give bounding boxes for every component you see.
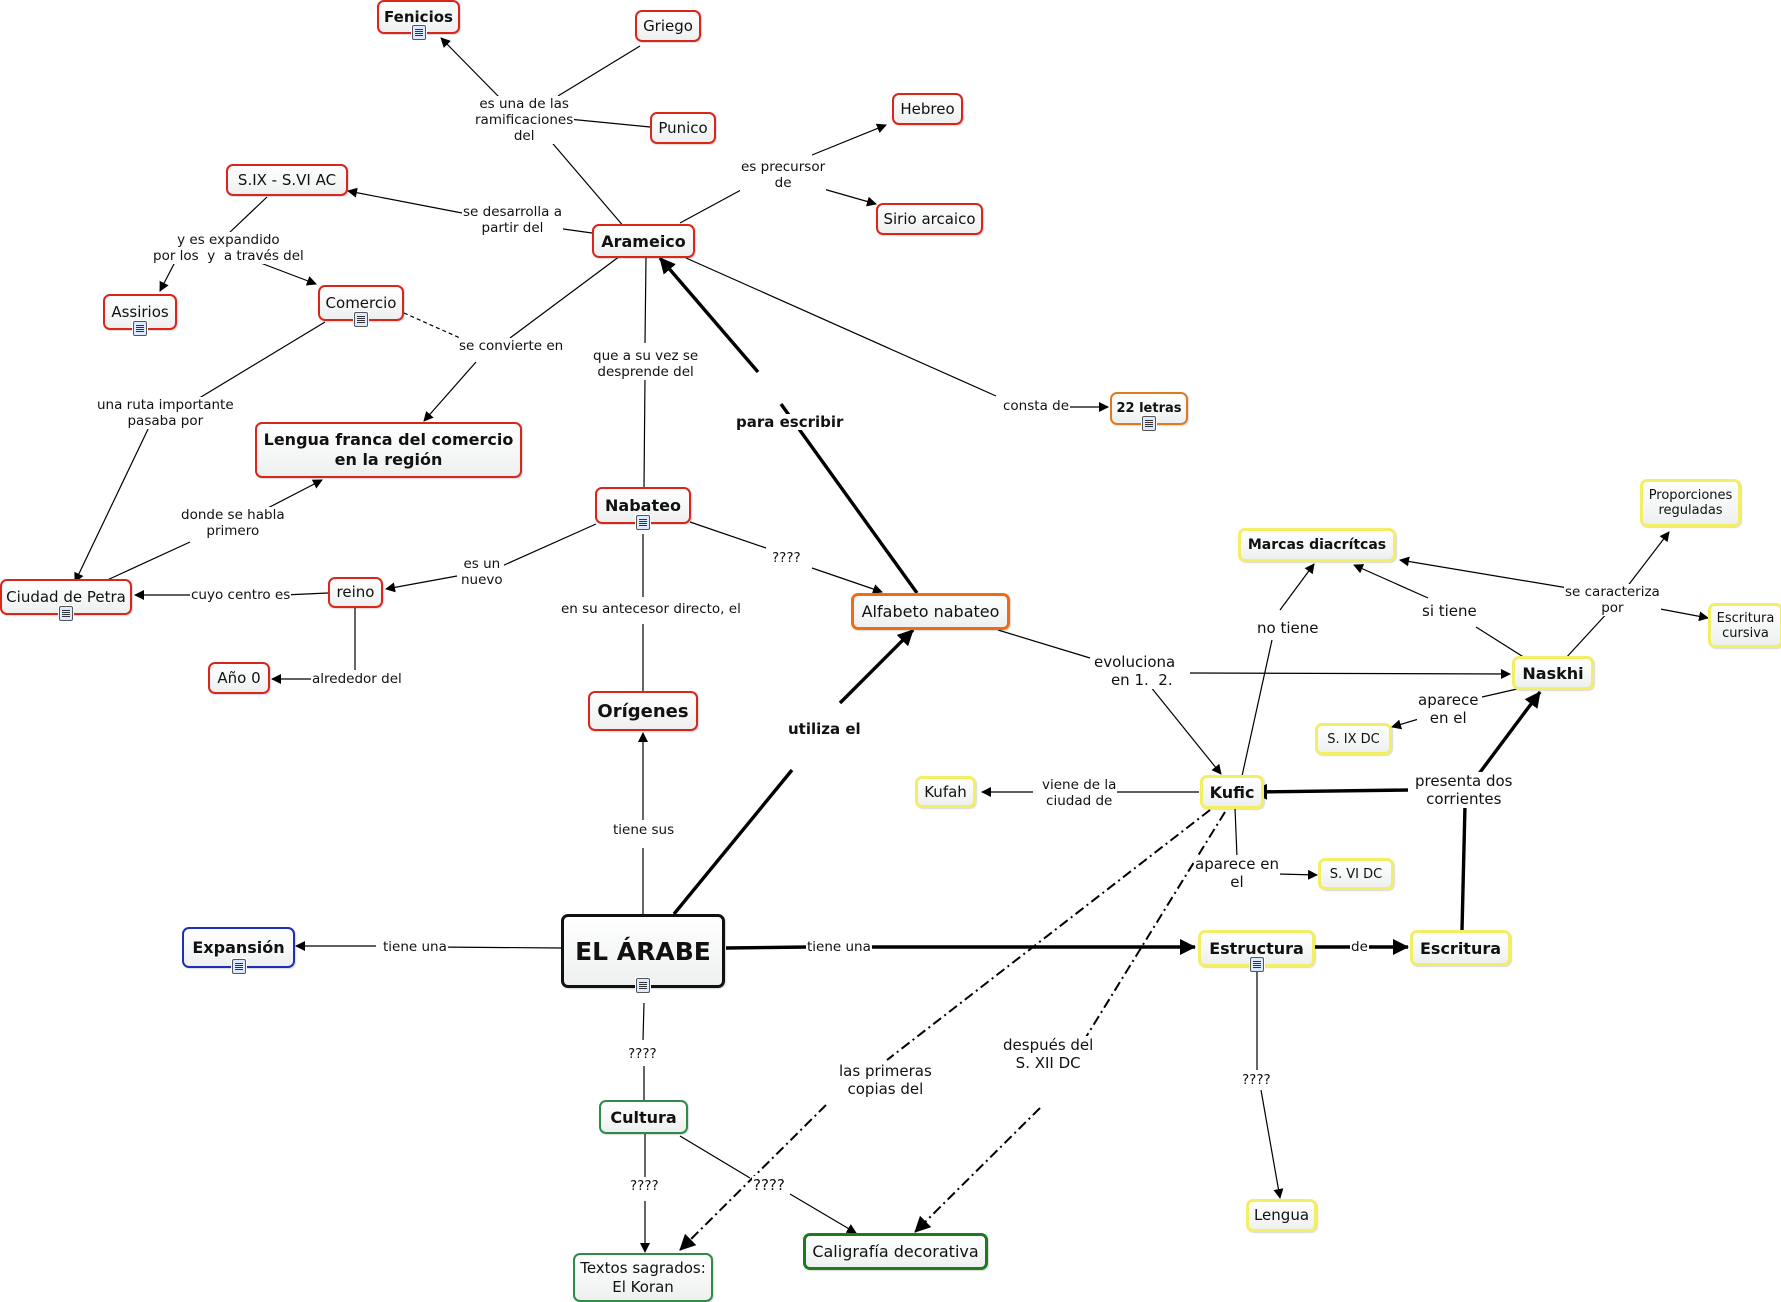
node-six-svi-ac[interactable]: S.IX - S.VI AC xyxy=(226,164,348,196)
document-icon[interactable] xyxy=(410,24,427,40)
node-escritura-cursiva[interactable]: Escritura cursiva xyxy=(1708,603,1781,648)
node-expansion[interactable]: Expansión xyxy=(182,927,295,974)
node-proporciones[interactable]: Proporciones reguladas xyxy=(1640,479,1741,527)
document-icon[interactable] xyxy=(635,977,651,993)
document-icon[interactable] xyxy=(1141,415,1157,431)
node-el-arabe[interactable]: EL ÁRABE xyxy=(561,914,725,993)
document-icon[interactable] xyxy=(353,311,369,327)
label-precursor: es precursor de xyxy=(740,159,827,191)
label-unknown-alfabeto: ???? xyxy=(771,550,802,566)
node-lengua[interactable]: Lengua xyxy=(1246,1199,1317,1232)
label-evoluciona: evoluciona en 1. 2. xyxy=(1093,653,1177,689)
node-cultura[interactable]: Cultura xyxy=(599,1100,688,1134)
label-despues: después del S. XII DC xyxy=(1002,1036,1095,1072)
label-unknown-caligrafia: ???? xyxy=(752,1176,786,1194)
node-estructura[interactable]: Estructura xyxy=(1198,930,1315,972)
node-asirios[interactable]: Assirios xyxy=(103,294,177,336)
label-viene: viene de la ciudad de xyxy=(1041,777,1118,809)
node-griego[interactable]: Griego xyxy=(635,10,701,42)
label-tiene-una-estructura: tiene una xyxy=(806,939,872,955)
label-caracteriza: se caracteriza por xyxy=(1564,584,1661,616)
node-origenes[interactable]: Orígenes xyxy=(588,691,698,731)
node-22-letras[interactable]: 22 letras xyxy=(1110,392,1188,431)
label-antecesor: en su antecesor directo, el xyxy=(560,601,742,617)
label-consta: consta de xyxy=(1002,398,1071,414)
node-caligrafia-decorativa[interactable]: Caligrafía decorativa xyxy=(803,1233,988,1270)
node-reino[interactable]: reino xyxy=(328,577,383,608)
node-alfabeto-nabateo[interactable]: Alfabeto nabateo xyxy=(851,593,1010,630)
label-donde: donde se habla primero xyxy=(180,507,286,539)
label-de: de xyxy=(1350,939,1369,955)
label-ruta: una ruta importante pasaba por xyxy=(96,397,235,429)
node-ciudad-petra[interactable]: Ciudad de Petra xyxy=(0,579,132,621)
label-unknown-textos: ???? xyxy=(629,1178,660,1194)
label-presenta: presenta dos corrientes xyxy=(1414,772,1514,808)
document-icon[interactable] xyxy=(132,320,148,336)
node-naskhi[interactable]: Naskhi xyxy=(1512,656,1594,690)
node-s-vi-dc[interactable]: S. VI DC xyxy=(1318,858,1394,890)
node-nabateo[interactable]: Nabateo xyxy=(595,487,691,530)
node-comercio[interactable]: Comercio xyxy=(318,285,404,327)
label-cuyo-centro: cuyo centro es xyxy=(190,587,292,603)
document-icon[interactable] xyxy=(635,514,651,530)
node-marcas-diacriticas[interactable]: Marcas diacrítcas xyxy=(1238,528,1396,562)
label-desprende: que a su vez se desprende del xyxy=(592,348,700,380)
node-punico[interactable]: Punico xyxy=(650,112,716,144)
node-fenicios[interactable]: Fenicios xyxy=(377,0,460,40)
node-ano-0[interactable]: Año 0 xyxy=(208,662,270,694)
node-hebreo[interactable]: Hebreo xyxy=(892,93,963,125)
label-no-tiene: no tiene xyxy=(1256,619,1320,637)
node-s-ix-dc[interactable]: S. IX DC xyxy=(1315,723,1392,755)
node-lengua-franca[interactable]: Lengua franca del comercio en la región xyxy=(255,422,522,478)
document-icon[interactable] xyxy=(1248,956,1265,972)
label-tiene-una-expansion: tiene una xyxy=(382,939,448,955)
label-alrededor: alrededor del xyxy=(311,671,403,687)
label-primeras-copias: las primeras copias del xyxy=(838,1062,933,1098)
node-kufic[interactable]: Kufic xyxy=(1200,775,1264,809)
node-kufah[interactable]: Kufah xyxy=(915,776,976,808)
document-icon[interactable] xyxy=(230,958,247,974)
label-convierte: se convierte en xyxy=(458,338,565,354)
node-arameico[interactable]: Arameico xyxy=(592,224,695,258)
label-utiliza: utiliza el xyxy=(787,720,862,738)
node-escritura[interactable]: Escritura xyxy=(1410,930,1511,966)
label-tiene-sus: tiene sus xyxy=(612,822,676,838)
label-unknown-lengua: ???? xyxy=(1241,1072,1272,1088)
document-icon[interactable] xyxy=(58,605,74,621)
label-es-un-nuevo: es un nuevo xyxy=(460,556,504,588)
label-para-escribir: para escribir xyxy=(735,413,845,431)
label-si-tiene: si tiene xyxy=(1421,602,1478,620)
node-textos-sagrados[interactable]: Textos sagrados: El Koran xyxy=(573,1253,713,1302)
label-expandido: y es expandido por los y a través del xyxy=(152,232,305,264)
label-aparece-naskhi: aparece en el xyxy=(1417,691,1480,727)
label-unknown-cultura: ???? xyxy=(627,1046,658,1062)
node-sirio-arcaico[interactable]: Sirio arcaico xyxy=(876,203,983,235)
label-desarrolla: se desarrolla a partir del xyxy=(462,204,563,236)
label-aparece-kufic: aparece en el xyxy=(1194,855,1280,891)
label-ramificaciones: es una de las ramificaciones del xyxy=(474,96,575,144)
